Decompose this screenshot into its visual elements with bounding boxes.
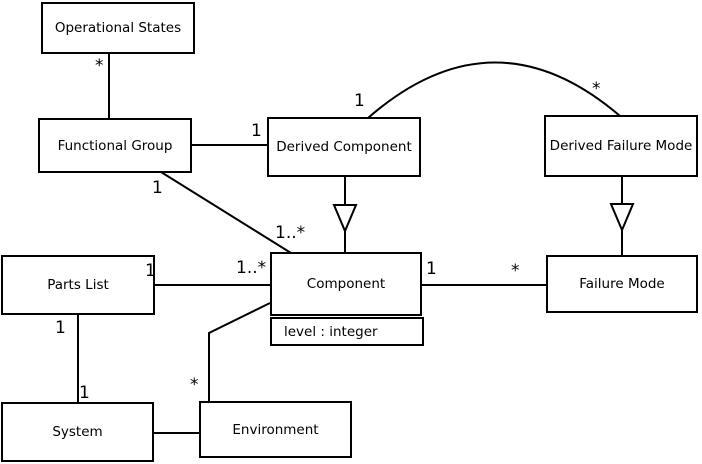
multiplicity-label-os-fg: *	[95, 56, 104, 76]
class-label: Environment	[232, 421, 319, 438]
class-box-parts-list[interactable]: Parts List	[1, 255, 155, 315]
class-box-operational-states[interactable]: Operational States	[41, 2, 195, 54]
class-label: Parts List	[47, 277, 109, 293]
class-label: Failure Mode	[579, 276, 665, 292]
attribute-label: level : integer	[284, 323, 378, 340]
class-box-failure-mode[interactable]: Failure Mode	[546, 255, 698, 313]
edge-environment-component	[208, 302, 271, 402]
class-label: Derived Component	[276, 139, 412, 155]
multiplicity-label-comp-fm-tgt: *	[511, 261, 520, 281]
multiplicity-label-pl-comp-tgt: 1..*	[236, 258, 267, 278]
multiplicity-label-dc-dfm-tgt: *	[592, 79, 601, 99]
multiplicity-label-comp-fm-src: 1	[426, 259, 437, 279]
class-box-system[interactable]: System	[1, 402, 154, 462]
class-box-derived-component[interactable]: Derived Component	[267, 117, 421, 177]
multiplicity-label-pl-comp-src: 1	[145, 261, 156, 281]
class-label: System	[52, 424, 103, 440]
edge-functional-group-component	[160, 171, 292, 254]
class-box-component[interactable]: Component	[270, 252, 422, 316]
multiplicity-label-fg-dc: 1	[251, 121, 262, 141]
multiplicity-label-pl-sys-src: 1	[55, 318, 66, 338]
class-label: Derived Failure Mode	[549, 138, 693, 154]
multiplicity-label-dc-dfm-src: 1	[354, 91, 365, 111]
edge-derived-component-component-generalization	[332, 176, 358, 253]
class-label: Functional Group	[57, 137, 173, 154]
multiplicity-label-env-comp: *	[190, 375, 199, 395]
class-box-component-attributes[interactable]: level : integer	[270, 317, 424, 346]
multiplicity-label-pl-sys-tgt: 1	[79, 383, 90, 403]
class-box-environment[interactable]: Environment	[199, 401, 352, 458]
edge-derived-failure-mode-failure-mode-generalization	[609, 176, 635, 256]
edge-derived-component-derived-failure-mode-arc	[367, 61, 621, 119]
class-box-functional-group[interactable]: Functional Group	[38, 118, 192, 173]
multiplicity-label-fg-comp-tgt: 1..*	[275, 223, 306, 243]
multiplicity-label-fg-comp-src: 1	[152, 178, 163, 198]
class-label: Operational States	[54, 20, 182, 36]
class-box-derived-failure-mode[interactable]: Derived Failure Mode	[544, 115, 698, 177]
class-label: Component	[306, 276, 386, 292]
generalization-triangle-icon	[332, 204, 358, 234]
generalization-triangle-icon	[609, 203, 635, 233]
